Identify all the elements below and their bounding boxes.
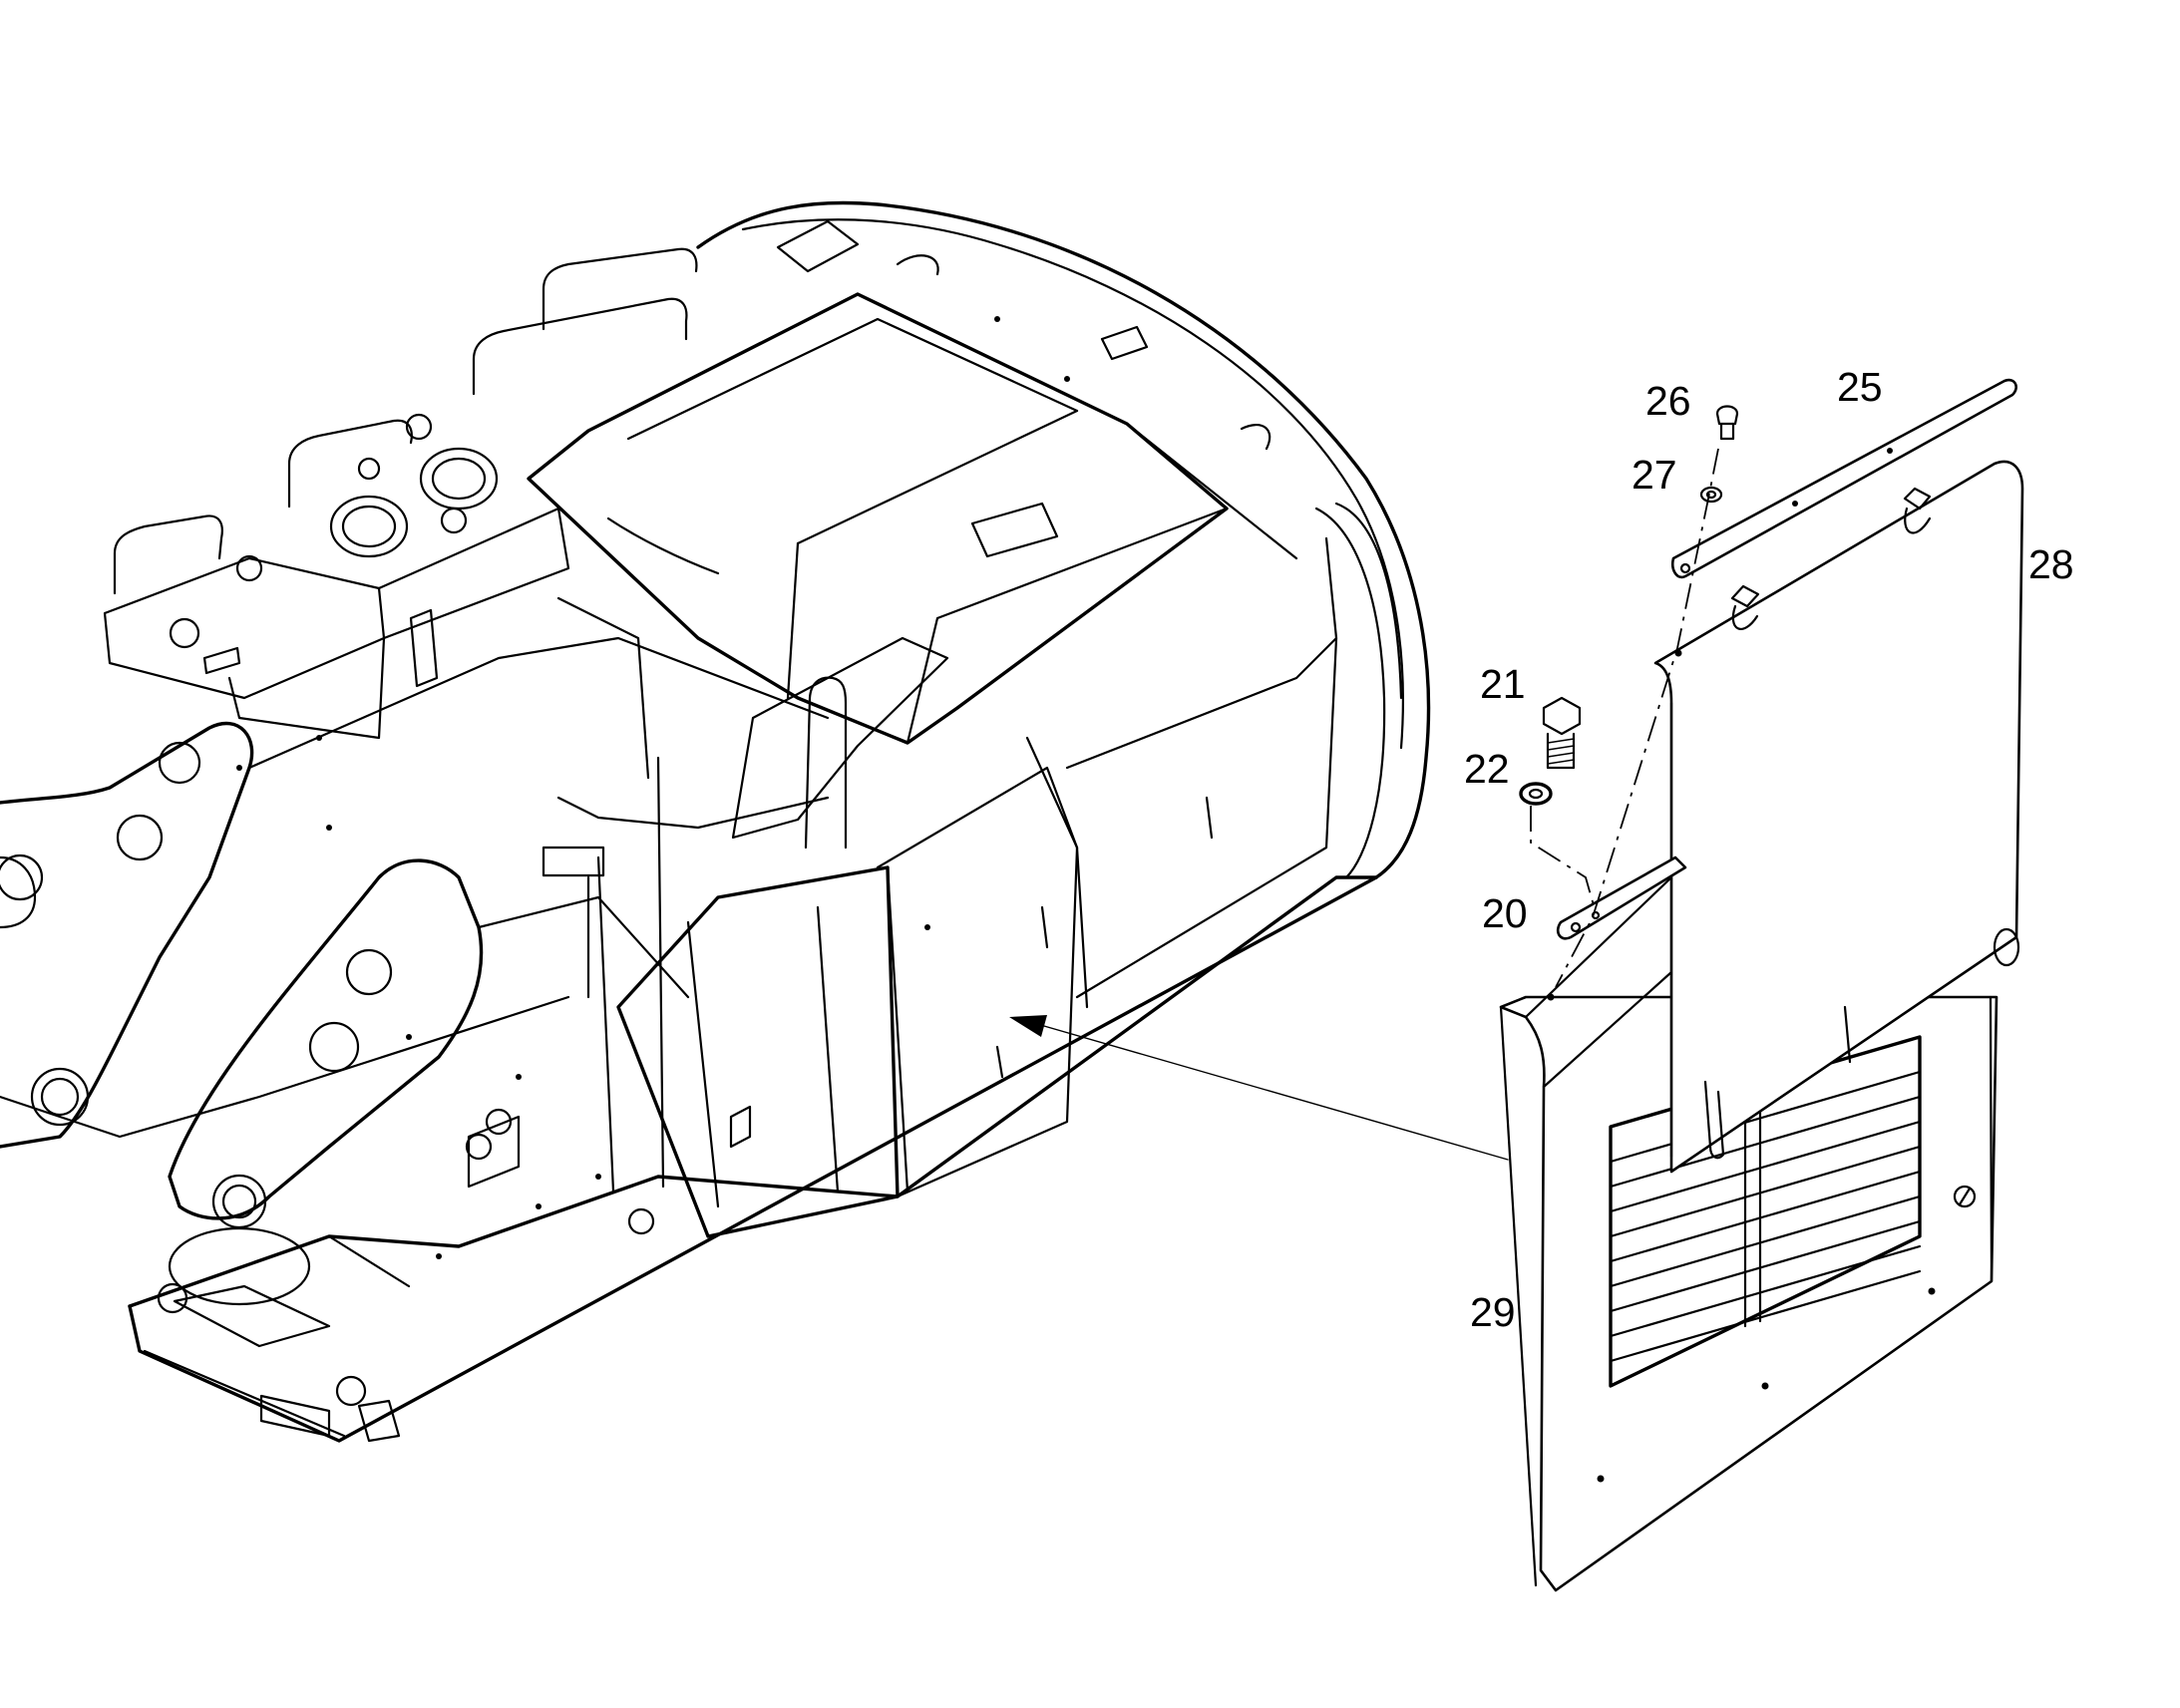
exploded-parts xyxy=(1499,378,2024,1592)
callout-25: 25 xyxy=(1837,364,1883,410)
callout-22: 22 xyxy=(1464,746,1510,792)
boom-brackets xyxy=(0,721,484,1229)
bracket-25 xyxy=(1671,378,2017,579)
callout-28: 28 xyxy=(2028,541,2074,587)
callout-26: 26 xyxy=(1645,378,1691,424)
handrails xyxy=(113,247,848,850)
callout-20: 20 xyxy=(1482,890,1528,936)
side-covers xyxy=(616,536,1338,1238)
tank-section xyxy=(103,413,570,740)
louvre-grille xyxy=(1609,1035,1922,1388)
bolt-21 xyxy=(1542,696,1582,770)
washer-22 xyxy=(1519,782,1553,806)
side-panel-29 xyxy=(1499,875,1998,1592)
callout-labels: 26 25 27 28 21 22 20 29 xyxy=(1464,364,2074,1335)
callout-29: 29 xyxy=(1470,1289,1516,1335)
location-arrow xyxy=(1009,1015,1509,1161)
washer-27 xyxy=(1699,486,1723,504)
hardware-dots xyxy=(236,316,1070,1259)
engine-hood xyxy=(527,292,1298,840)
machine-upper-structure xyxy=(0,200,1431,1443)
callout-27: 27 xyxy=(1632,452,1677,498)
main-frame xyxy=(0,596,830,1194)
assembly-lines xyxy=(1530,448,1719,988)
counterweight xyxy=(696,200,1431,879)
door-panel-28 xyxy=(1653,460,2024,1174)
base-frame xyxy=(128,875,1378,1443)
callout-21: 21 xyxy=(1480,661,1526,707)
bolt-26 xyxy=(1715,405,1739,441)
